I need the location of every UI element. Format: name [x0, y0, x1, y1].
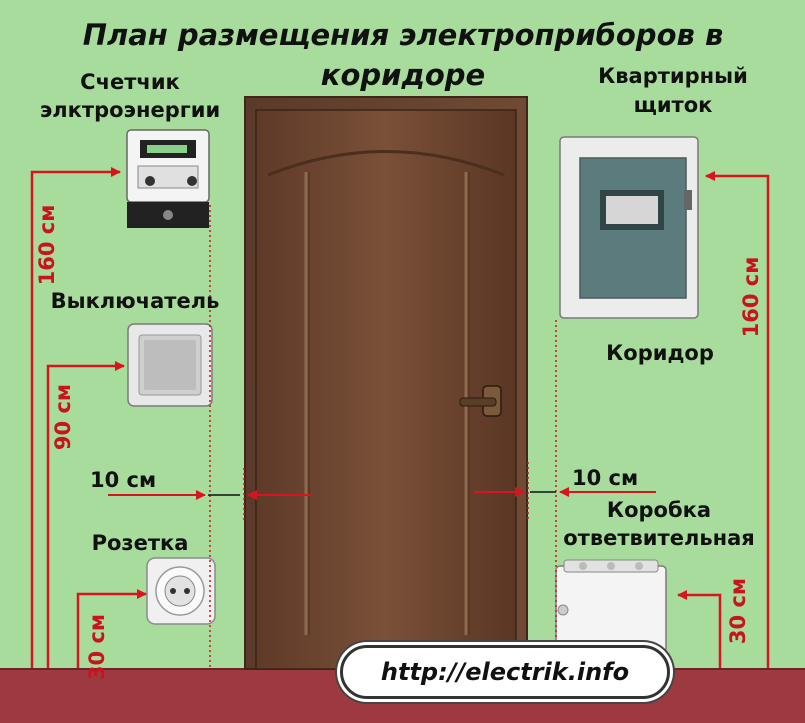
electricity-meter-icon: [126, 129, 210, 228]
door: [244, 96, 528, 670]
dimension-meter: [30, 167, 121, 668]
switch-height-label: 90 см: [51, 383, 75, 451]
title-line-2: коридоре: [320, 58, 486, 92]
dimension-panel: [705, 171, 770, 668]
socket-icon: [146, 557, 216, 625]
junction-box-icon: [555, 559, 667, 653]
right-offset-label: 10 см: [572, 466, 639, 490]
meter-height-label: 160 см: [35, 204, 59, 286]
switch-label: Выключатель: [50, 289, 220, 313]
meter-label-line-2: элктроэнергии: [39, 98, 221, 122]
left-offset-label: 10 см: [90, 468, 157, 492]
panel-label-line-1: Квартирный: [598, 64, 748, 88]
guide-lines: [209, 205, 557, 668]
junction-label-line-1: Коробка: [606, 498, 712, 522]
website-link[interactable]: http://electrik.info: [340, 645, 670, 699]
junction-height-label: 30 см: [726, 577, 750, 645]
title-line-1: План размещения электроприборов в: [82, 18, 724, 52]
dimension-socket: [76, 589, 147, 668]
panel-height-label: 160 см: [739, 256, 763, 338]
distribution-panel-icon: [559, 136, 699, 319]
panel-label-line-2: щиток: [633, 93, 713, 117]
door-handle-icon: [459, 385, 502, 417]
dimension-switch: [46, 361, 125, 668]
website-url: http://electrik.info: [380, 658, 630, 686]
switch-icon: [127, 323, 213, 407]
dimension-junction: [677, 590, 722, 668]
meter-label-line-1: Счетчик: [80, 70, 180, 94]
corridor-label: Коридор: [606, 341, 714, 365]
socket-label: Розетка: [91, 531, 189, 555]
junction-label-line-2: ответвительная: [563, 526, 755, 550]
socket-height-label: 30 см: [85, 613, 109, 681]
